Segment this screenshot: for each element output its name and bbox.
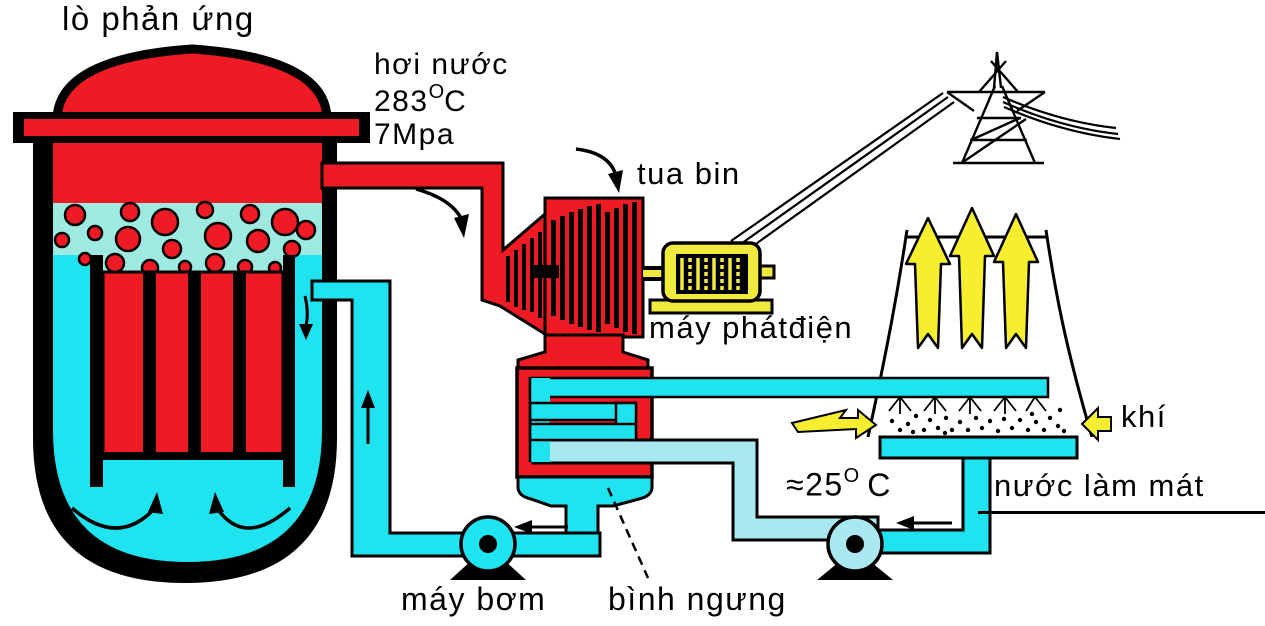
spray-zone [888, 396, 1067, 436]
flow-arrows [361, 147, 952, 534]
steam-temp-label: 283OC [374, 81, 468, 118]
transmission-tower [946, 51, 1046, 165]
degree-symbol: O [843, 465, 860, 487]
condenser-pointer-line [606, 487, 650, 579]
core-baffle-right [283, 255, 295, 487]
steam-pipe [320, 161, 547, 337]
reactor-label: lò phản ứng [62, 0, 255, 37]
air-arrow-left [790, 407, 878, 440]
feedwater-pipe [310, 279, 602, 558]
downcomer-arrow [299, 295, 313, 340]
steam-pressure-label: 7Mpa [374, 118, 456, 151]
generator [648, 241, 776, 315]
air-label: khí [1121, 399, 1167, 434]
steam-temp-value: 283 [374, 85, 429, 118]
pump-label: máy bơm [401, 581, 547, 617]
fuel-rods [101, 270, 285, 460]
cooling-temp-value: ≈25 [786, 466, 844, 503]
reactor-vessel [13, 44, 370, 583]
power-lines [730, 92, 1121, 252]
water-basin [878, 435, 1079, 460]
feedwater-pump [450, 515, 526, 580]
warm-water-pipe-to-tower [528, 376, 1050, 399]
cooling-water-pump [817, 515, 893, 580]
core-baffle-left [90, 255, 103, 487]
turbine-shaft-hub [531, 265, 559, 278]
circulation-arrows [70, 506, 292, 530]
cooling-temp-unit: C [867, 466, 892, 503]
steam-label: hơi nước [374, 48, 509, 81]
degree-symbol: O [428, 81, 445, 103]
spray-droplets [889, 407, 1067, 436]
condenser-coil [528, 376, 1050, 462]
turbine [506, 196, 650, 374]
steam-temp-unit: C [444, 85, 468, 118]
reactor-dome [52, 44, 332, 123]
condenser-label: bình ngưng [608, 581, 787, 617]
air-arrow-right [1080, 405, 1112, 443]
turbine-label: tua bin [637, 156, 741, 191]
cooling-water-label: nước làm mát [978, 469, 1265, 514]
steam-space [53, 143, 322, 203]
turbine-blades [506, 202, 637, 334]
generator-label: máy phátđiện [649, 310, 854, 345]
generator-windings [676, 254, 748, 294]
steam-plume-arrows [904, 206, 1040, 350]
